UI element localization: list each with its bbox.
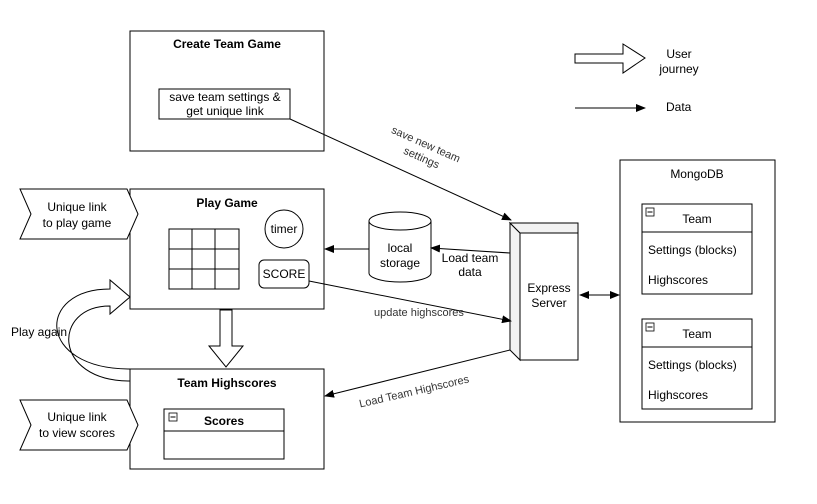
- local-storage-line2: storage: [380, 256, 420, 270]
- mongodb-box: MongoDB Team Settings (blocks) Highscore…: [619, 159, 776, 423]
- scores-panel-title: Scores: [204, 414, 244, 428]
- save-settings-line2: get unique link: [186, 104, 264, 118]
- collapse-icon: [645, 322, 655, 332]
- mongodb-title: MongoDB: [670, 167, 723, 181]
- entry-play-game: Unique link to play game: [19, 188, 139, 240]
- express-server-box: Express Server: [508, 221, 579, 362]
- save-settings-to-server-arrow: [289, 118, 512, 221]
- save-settings-line1: save team settings &: [169, 90, 280, 104]
- scores-panel: [163, 408, 285, 460]
- update-highscores-label: update highscores: [374, 307, 464, 319]
- entry-view-line2: to view scores: [39, 426, 115, 440]
- timer-circle: [264, 209, 304, 249]
- load-team-highscores-label: Load Team Highscores: [358, 373, 471, 410]
- team-entity-2-field-settings: Settings (blocks): [648, 358, 737, 372]
- team-entity-1-field-highscores: Highscores: [648, 273, 708, 287]
- team-entity-1-title: Team: [682, 212, 711, 226]
- create-team-game-title: Create Team Game: [173, 37, 281, 51]
- legend-data: Data: [666, 100, 692, 114]
- save-settings-box: [158, 88, 291, 120]
- server-to-local-storage-arrow: [430, 244, 511, 254]
- play-again-label: Play again: [11, 325, 67, 339]
- local-storage-line1: local: [388, 241, 413, 255]
- game-grid-icon: [168, 228, 240, 290]
- user-journey-arrow-icon: [574, 43, 646, 74]
- team-entity-1: Team Settings (blocks) Highscores: [641, 203, 753, 295]
- entry-play-line1: Unique link: [47, 200, 107, 214]
- score-to-server-arrow: [308, 280, 512, 324]
- play-to-highscores-arrow: [207, 309, 245, 368]
- score-label: SCORE: [263, 267, 306, 281]
- team-entity-2-title: Team: [682, 327, 711, 341]
- team-highscores-box: Team Highscores Scores: [129, 368, 325, 470]
- team-entity-2: Team Settings (blocks) Highscores: [641, 318, 753, 410]
- timer-label: timer: [271, 222, 298, 236]
- play-again-arrow: [56, 278, 131, 382]
- express-server-line2: Server: [531, 296, 566, 310]
- team-entity-2-field-highscores: Highscores: [648, 388, 708, 402]
- local-storage-cylinder: local storage: [368, 211, 432, 283]
- save-new-team-label: save new team settings: [384, 124, 465, 179]
- entry-view-line1: Unique link: [47, 410, 107, 424]
- collapse-icon: [645, 207, 655, 217]
- load-team-data-line1: Load team: [442, 251, 499, 265]
- load-team-data-line2: data: [458, 265, 482, 279]
- create-team-game-box: Create Team Game save team settings & ge…: [129, 30, 325, 152]
- server-to-highscores-arrow: [324, 349, 511, 398]
- express-server-line1: Express: [527, 281, 570, 295]
- play-game-box: Play Game timer SCORE: [129, 188, 325, 310]
- score-box: [258, 259, 310, 289]
- legend: User journey Data: [574, 43, 699, 114]
- entry-view-scores: Unique link to view scores: [19, 399, 139, 451]
- team-entity-1-field-settings: Settings (blocks): [648, 243, 737, 257]
- legend-user-journey-line2: journey: [658, 62, 698, 76]
- legend-user-journey-line1: User: [666, 47, 691, 61]
- team-highscores-title: Team Highscores: [177, 376, 276, 390]
- collapse-icon: [168, 412, 178, 422]
- play-game-title: Play Game: [196, 196, 258, 210]
- entry-play-line2: to play game: [43, 216, 112, 230]
